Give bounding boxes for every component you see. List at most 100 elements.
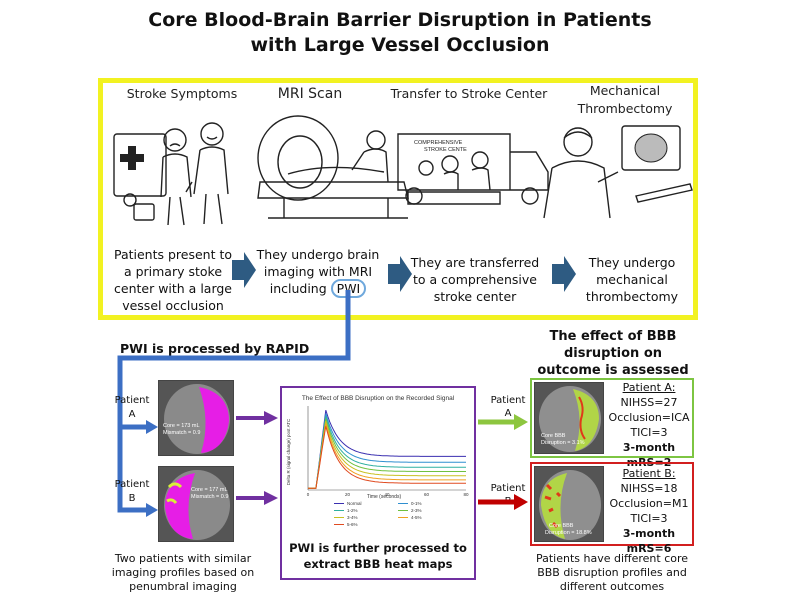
step-heading-stroke-symptoms: Stroke Symptoms xyxy=(126,86,238,101)
outcome-a-arrow-line-2: A xyxy=(504,408,512,419)
patient-a-bbb-line-1: Core BBB xyxy=(541,433,566,439)
step4-text-line-2: mechanical xyxy=(596,272,668,287)
chart-title: The Effect of BBB Disruption on the Reco… xyxy=(302,395,455,402)
step-text-stroke-symptoms: Patients present to a primary stoke cent… xyxy=(110,246,236,314)
outcome-arrows xyxy=(478,414,528,510)
step1-text-line-4: vessel occlusion xyxy=(122,298,224,313)
patient-a-rapid-scan: Core = 173 mL Mismatch = 0.9 xyxy=(158,380,234,456)
step3-text-line-1: They are transferred xyxy=(410,255,540,270)
legend-label: 4-5% xyxy=(411,515,422,520)
step1-text-line-2: a primary stoke xyxy=(123,264,223,279)
step4-text-line-1: They undergo xyxy=(588,255,676,270)
step-text-transfer: They are transferred to a comprehensive … xyxy=(410,254,540,305)
step-arrow-2 xyxy=(388,256,412,292)
outcome-a-arrow-label: Patient A xyxy=(490,394,526,420)
step1-text-line-1: Patients present to xyxy=(113,247,233,262)
ambulance-label-line-1: COMPREHENSIVE xyxy=(414,140,463,146)
outcomes-caption-line-2: BBB disruption profiles and xyxy=(537,566,687,579)
effect-heading-line-3: outcome is assessed xyxy=(537,363,689,378)
rapid-label: PWI is processed by RAPID xyxy=(120,341,310,356)
effect-heading-line-2: disruption on xyxy=(563,346,663,361)
effect-heading-line-1: The effect of BBB xyxy=(549,329,677,344)
patient-a-label-line-2: A xyxy=(128,409,136,420)
step3-text-line-2: to a comprehensive xyxy=(413,272,537,287)
ambulance-label-line-2: STROKE CENTE xyxy=(424,147,467,153)
plot-caption-line-1: PWI is further processed to xyxy=(289,541,467,555)
outcomes-caption-line-1: Patients have different core xyxy=(535,552,689,565)
rapid-flow-connector xyxy=(117,290,351,517)
patient-a-bbb-line-2: Disruption = 3.1% xyxy=(541,440,585,446)
chart-xlabel: Time (seconds) xyxy=(367,494,402,500)
workflow-illustrations: COMPREHENSIVE STROKE CENTE xyxy=(113,115,693,226)
chart-ylabel: Delta R (signal change) post ATC xyxy=(286,418,291,485)
chart-x-tick: 0 xyxy=(307,492,310,497)
patient-a-mismatch: Mismatch = 0.9 xyxy=(163,430,200,436)
legend-label: 1-2% xyxy=(347,508,358,513)
thrombectomy-heading-line-2: Thrombectomy xyxy=(577,101,673,116)
patient-b-bbb-line-2: Disruption = 18.8% xyxy=(545,530,592,536)
step2-text-line-1: They undergo brain xyxy=(256,247,380,262)
effect-heading: The effect of BBB disruption on outcome … xyxy=(530,328,696,379)
outcome-b-nihss: NIHSS=18 xyxy=(620,482,678,495)
outcome-a-box: Core BBB Disruption = 3.1% Patient A: NI… xyxy=(530,378,694,469)
patient-b-rapid-scan: Core = 177 mL Mismatch = 0.9 xyxy=(158,466,234,542)
plot-caption-line-2: extract BBB heat maps xyxy=(303,557,453,571)
patient-b-core: Core = 177 mL xyxy=(191,487,228,493)
patient-b-bbb-scan: Core BBB Disruption = 18.8% xyxy=(534,466,604,542)
chart-x-tick: 60 xyxy=(424,492,430,497)
chart-x-tick: 80 xyxy=(463,492,469,497)
chart-series-line xyxy=(308,418,466,489)
title-line-2: with Large Vessel Occlusion xyxy=(250,34,550,56)
step-arrow-1 xyxy=(232,252,256,288)
ambulance-illustration: COMPREHENSIVE STROKE CENTE xyxy=(397,133,549,205)
patients-caption-line-1: Two patients with similar xyxy=(114,552,252,565)
legend-label: 2-3% xyxy=(411,508,422,513)
patient-b-bbb-line-1: Core BBB xyxy=(549,523,574,529)
outcome-b-mrs: 3-month mRS=6 xyxy=(622,527,676,555)
pwi-highlight: PWI xyxy=(330,279,367,298)
chart-series-line xyxy=(308,413,466,489)
step3-text-line-3: stroke center xyxy=(433,289,517,304)
step-text-thrombectomy: They undergo mechanical thrombectomy xyxy=(576,254,688,305)
plot-caption: PWI is further processed to extract BBB … xyxy=(284,540,472,572)
outcome-b-arrow-line-1: Patient xyxy=(490,483,526,494)
page-title: Core Blood-Brain Barrier Disruption in P… xyxy=(0,8,800,58)
outcome-a-arrow-line-1: Patient xyxy=(490,395,526,406)
chart-x-tick: 40 xyxy=(384,492,390,497)
thrombectomy-illustration xyxy=(543,125,693,219)
outcome-b-occlusion: Occlusion=M1 xyxy=(609,497,689,510)
chart-x-tick: 20 xyxy=(345,492,351,497)
legend-label: 0-1% xyxy=(411,501,422,506)
patient-b-mismatch: Mismatch = 0.9 xyxy=(191,494,228,500)
outcome-a-occlusion: Occlusion=ICA xyxy=(608,411,690,424)
patient-a-label-line-1: Patient xyxy=(114,395,150,406)
step4-text-line-3: thrombectomy xyxy=(585,289,679,304)
stroke-symptoms-illustration xyxy=(113,122,229,226)
step-heading-mri-scan: MRI Scan xyxy=(277,86,343,102)
thrombectomy-heading-line-1: Mechanical xyxy=(589,83,661,98)
chart-series-line xyxy=(308,415,466,489)
legend-label: 3-4% xyxy=(347,515,358,520)
outcome-a-nihss: NIHSS=27 xyxy=(620,396,678,409)
patient-b-label-line-1: Patient xyxy=(114,479,150,490)
legend-label: 5-6% xyxy=(347,522,358,527)
purple-arrows xyxy=(236,411,278,505)
title-line-1: Core Blood-Brain Barrier Disruption in P… xyxy=(148,9,652,31)
patients-caption-line-3: penumbral imaging xyxy=(129,580,237,593)
patient-a-core: Core = 173 mL xyxy=(163,423,200,429)
step2-including: including xyxy=(269,281,327,296)
outcome-b-box: Core BBB Disruption = 18.8% Patient B: N… xyxy=(530,462,694,555)
outcomes-caption: Patients have different core BBB disrupt… xyxy=(520,552,704,594)
step2-text-line-3: including PWI xyxy=(254,279,382,298)
chart-series-line xyxy=(308,420,466,489)
mri-scanner-illustration xyxy=(257,115,409,219)
outcomes-caption-line-3: different outcomes xyxy=(559,580,665,593)
step1-text-line-3: center with a large xyxy=(114,281,232,296)
patient-a-label: Patient A xyxy=(112,394,152,422)
patient-b-label: Patient B xyxy=(112,478,152,506)
step-arrow-3 xyxy=(552,256,576,292)
outcome-a-tici: TICI=3 xyxy=(630,426,668,439)
outcome-b-tici: TICI=3 xyxy=(630,512,668,525)
step-text-mri-scan: They undergo brain imaging with MRI incl… xyxy=(254,246,382,298)
outcome-a-patient: Patient A: xyxy=(622,381,676,394)
